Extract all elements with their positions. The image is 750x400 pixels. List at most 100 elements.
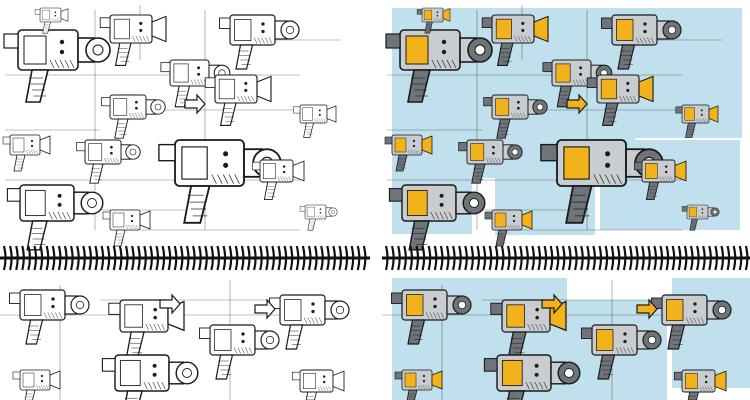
spiral-ring: [500, 245, 505, 271]
camera-sketch: [251, 159, 305, 201]
spiral-ring: [702, 245, 706, 271]
spiral-ring: [76, 245, 80, 271]
spiral-ring: [9, 245, 13, 271]
camera-sketch: [12, 369, 61, 400]
spiral-ring: [216, 245, 221, 271]
spiral-ring: [51, 245, 56, 271]
spiral-ring: [732, 245, 737, 271]
spiral-ring: [240, 245, 245, 271]
camera-sketch: [101, 354, 199, 400]
camera-sketch: [299, 204, 338, 231]
spiral-ring: [671, 245, 676, 271]
spiral-ring: [665, 245, 670, 271]
spiral-ring: [586, 245, 590, 271]
camera-sketch: [391, 289, 472, 345]
spiral-ring: [555, 245, 560, 271]
spiral-ring: [192, 245, 196, 271]
spiral-ring: [179, 245, 184, 271]
spiral-ring: [228, 245, 233, 271]
camera-sketch: [633, 159, 687, 201]
spiral-ring: [567, 245, 572, 271]
spiral-ring: [708, 245, 712, 271]
spiral-ring: [720, 245, 725, 271]
spiral-ring: [173, 245, 178, 271]
spiral-ring: [112, 245, 117, 271]
camera-sketch: [581, 324, 662, 380]
spiral-ring: [439, 245, 444, 271]
spiral-ring: [696, 245, 700, 271]
spiral-ring: [21, 245, 25, 271]
spiral-ring: [421, 245, 426, 271]
spiral-ring: [210, 245, 214, 271]
camera-sketch: [385, 29, 493, 103]
spiral-ring: [647, 245, 651, 271]
spiral-ring: [167, 245, 172, 271]
spiral-ring: [726, 245, 731, 271]
spiral-ring: [598, 245, 603, 271]
spiral-ring: [525, 245, 529, 271]
spiral-ring: [143, 245, 147, 271]
spiral-ring: [433, 245, 438, 271]
spiral-ring: [445, 245, 450, 271]
camera-sketch: [458, 139, 523, 184]
spiral-ring: [549, 245, 554, 271]
spiral-ring: [118, 245, 123, 271]
spiral-ring: [488, 245, 493, 271]
spiral-ring: [391, 245, 395, 271]
camera-sketch: [483, 354, 581, 400]
spiral-ring: [506, 245, 511, 271]
spiral-ring: [513, 245, 517, 271]
spiral-ring: [452, 245, 456, 271]
spiral-ring: [155, 245, 160, 271]
arrow-mark: [159, 293, 181, 315]
spiral-ring: [610, 245, 615, 271]
spiral-ring: [561, 245, 566, 271]
spiral-ring: [82, 245, 86, 271]
spiral-ring: [683, 245, 688, 271]
spiral-ring: [94, 245, 99, 271]
spiral-ring: [415, 245, 420, 271]
spiral-ring: [476, 245, 481, 271]
spiral-ring: [198, 245, 202, 271]
spiral-ring: [677, 245, 682, 271]
left-sketch-page: [2, 7, 350, 400]
camera-sketch: [6, 184, 104, 251]
spiral-ring: [537, 245, 542, 271]
spiral-ring: [622, 245, 627, 271]
camera-sketch: [394, 369, 443, 400]
spiral-ring: [39, 245, 44, 271]
spiral-ring: [57, 245, 62, 271]
spiral-ring: [592, 245, 596, 271]
camera-sketch: [219, 14, 300, 70]
spiral-ring: [427, 245, 432, 271]
spiral-ring: [653, 245, 657, 271]
spiral-ring: [344, 245, 349, 271]
camera-sketch: [293, 104, 337, 138]
camera-sketch: [484, 209, 533, 247]
camera-sketch: [76, 139, 141, 184]
camera-sketch: [675, 104, 719, 138]
camera-sketch: [99, 14, 167, 66]
spiral-ring: [574, 245, 578, 271]
spiral-ring: [494, 245, 499, 271]
camera-sketch: [291, 369, 345, 400]
arrow-mark: [636, 298, 658, 320]
spiral-ring: [131, 245, 135, 271]
spiral-ring: [70, 245, 74, 271]
spiral-binding: [0, 245, 750, 271]
spiral-ring: [259, 245, 263, 271]
spiral-ring: [543, 245, 548, 271]
spiral-ring: [2, 245, 7, 271]
spiral-ring: [185, 245, 190, 271]
camera-sketch: [101, 94, 166, 139]
spiral-ring: [519, 245, 523, 271]
spiral-ring: [409, 245, 413, 271]
spiral-ring: [332, 245, 336, 271]
spiral-ring: [641, 245, 645, 271]
spiral-ring: [350, 245, 355, 271]
camera-sketch: [34, 7, 69, 34]
camera-sketch: [384, 134, 433, 172]
spiral-ring: [15, 245, 19, 271]
spiral-ring: [356, 245, 361, 271]
